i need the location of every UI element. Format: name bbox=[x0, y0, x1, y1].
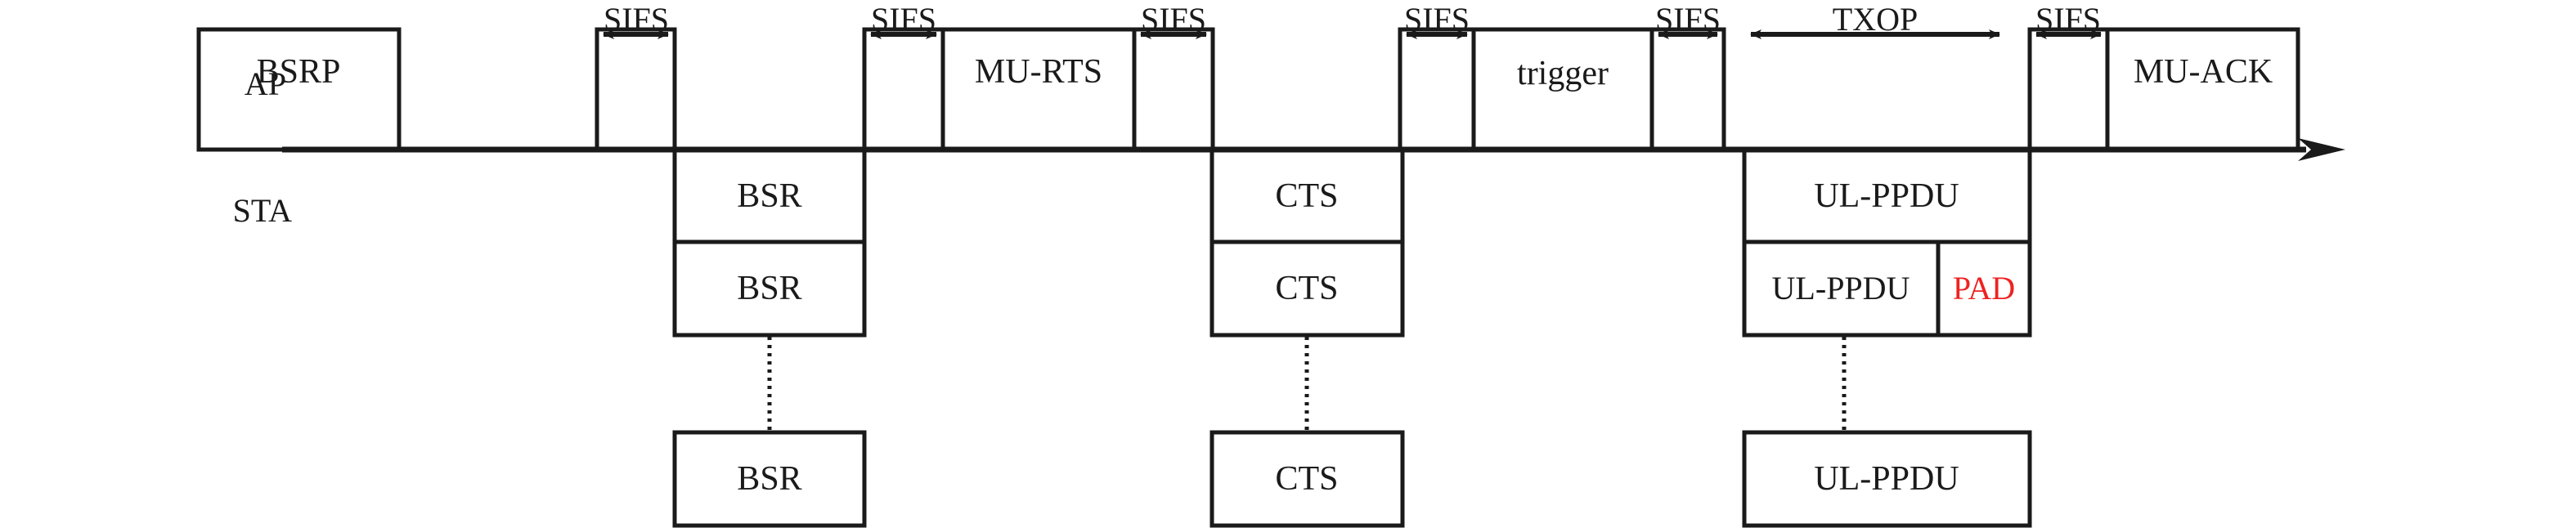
ap-frame-label-trigger: trigger bbox=[1517, 55, 1609, 92]
gap-sifs-6 bbox=[2027, 27, 2110, 152]
sta-label-cts-r1: CTS bbox=[1275, 177, 1339, 215]
box-pad-r2 bbox=[1936, 239, 2032, 338]
sta-row-label: STA bbox=[232, 192, 292, 229]
gap-sifs-2 bbox=[862, 27, 945, 152]
gap-sifs-4 bbox=[1398, 27, 1476, 152]
sta-label-pad: PAD bbox=[1952, 270, 2016, 307]
sta-label-bsr-r2: BSR bbox=[737, 270, 802, 307]
sta-dotted-connectors bbox=[767, 337, 1847, 432]
sta-label-bsr-r1: BSR bbox=[737, 177, 802, 215]
ap-frame-label-bsrp: BSRP bbox=[256, 53, 341, 91]
sifs-label-1: SIFS bbox=[603, 1, 670, 38]
sifs-gap-boxes bbox=[595, 27, 2110, 152]
ap-frame-label-mu-ack: MU-ACK bbox=[2133, 53, 2273, 91]
sta-label-bsr-r3: BSR bbox=[737, 460, 802, 498]
sta-label-ul-ppdu-r3: UL-PPDU bbox=[1814, 460, 1959, 498]
sta-label-cts-r2: CTS bbox=[1275, 270, 1339, 307]
sifs-label-6: SIFS bbox=[2035, 1, 2102, 38]
box-ul-ppdu-r3 bbox=[1742, 430, 2032, 528]
box-bsr-r3 bbox=[672, 430, 867, 528]
gap-sifs-3 bbox=[1132, 27, 1215, 152]
sta-label-cts-r3: CTS bbox=[1275, 460, 1339, 498]
sifs-label-3: SIFS bbox=[1140, 1, 1207, 38]
gap-sifs-5 bbox=[1649, 27, 1726, 152]
ap-frame-boxes bbox=[196, 27, 2300, 152]
sta-label-ul-ppdu-r1: UL-PPDU bbox=[1814, 177, 1959, 215]
txop-label: TXOP bbox=[1832, 1, 1919, 38]
gap-sifs-1 bbox=[595, 27, 677, 152]
box-bsrp bbox=[196, 27, 402, 152]
sifs-label-5: SIFS bbox=[1654, 1, 1721, 38]
ap-row-label: AP bbox=[244, 65, 286, 102]
box-bsr-r2 bbox=[672, 239, 867, 338]
box-cts-r3 bbox=[1209, 430, 1405, 528]
ap-frame-label-mu-rts: MU-RTS bbox=[974, 53, 1103, 91]
sta-detached-boxes bbox=[672, 430, 2032, 528]
box-cts-r2 bbox=[1209, 239, 1405, 338]
sifs-label-4: SIFS bbox=[1403, 1, 1470, 38]
sta-boxes bbox=[672, 147, 2032, 338]
sta-label-ul-ppdu-r2: UL-PPDU bbox=[1771, 270, 1910, 307]
sifs-label-2: SIFS bbox=[870, 1, 937, 38]
